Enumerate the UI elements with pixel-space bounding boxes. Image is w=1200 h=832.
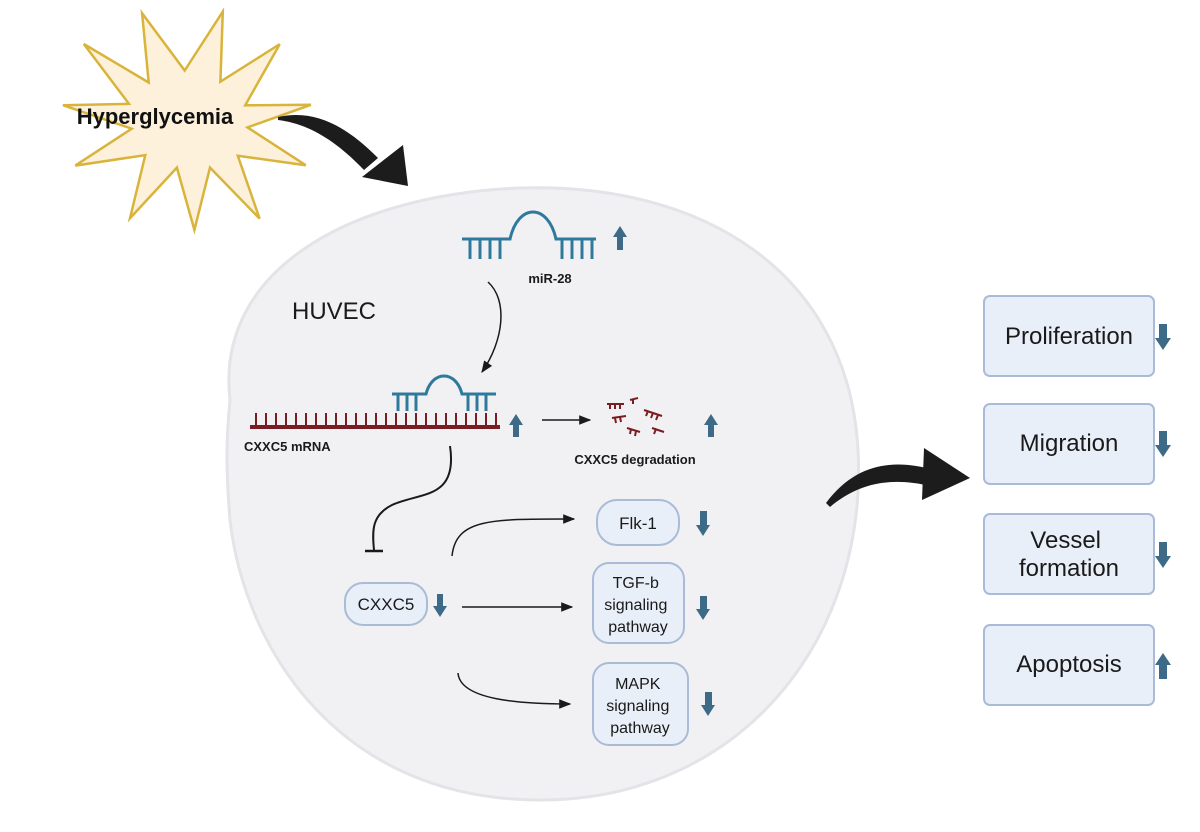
mapk-label-line-1: MAPK [615, 676, 661, 693]
hyperglycemia-label: Hyperglycemia [77, 104, 234, 129]
flk1-label: Flk-1 [619, 514, 657, 533]
stimulus-arrowhead [362, 145, 408, 186]
huvec-cell [225, 186, 861, 802]
mir28-hairpin [462, 210, 596, 259]
cxxc5-mrna-strand [250, 413, 500, 429]
mapk-label-line-3: pathway [610, 720, 670, 737]
apoptosis-up-indicator [1155, 653, 1171, 679]
migration-down-indicator [1155, 431, 1171, 457]
tgfb-label-line-2: signaling [604, 597, 667, 614]
mapk-pathway-label: MAPK signaling pathway [606, 676, 674, 737]
mapk-down-indicator [701, 692, 715, 716]
outcome-box-proliferation [983, 295, 1155, 377]
cxxc5-protein-box [344, 582, 428, 626]
outcome-label-proliferation: Proliferation [1005, 323, 1133, 350]
outcome-label-vessel-formation: Vessel formation [1019, 527, 1119, 582]
outcome-box-migration [983, 403, 1155, 485]
flk1-down-indicator [696, 511, 710, 536]
tgfb-label-line-3: pathway [608, 619, 668, 636]
flk1-box [596, 499, 680, 546]
cell-label: HUVEC [292, 298, 376, 325]
proliferation-label-line: Proliferation [1005, 323, 1133, 350]
vessel-formation-label-line-2: formation [1019, 555, 1119, 582]
tgfb-label-line-1: TGF-b [613, 575, 659, 592]
arrow-to-mapk [457, 672, 572, 709]
outcome-label-migration: Migration [1020, 430, 1119, 457]
inhibition-connector [372, 445, 453, 551]
tgfb-pathway-box [592, 562, 685, 644]
mapk-pathway-box [592, 662, 689, 746]
degradation-up-indicator [704, 414, 718, 437]
outcome-label-apoptosis: Apoptosis [1016, 651, 1121, 678]
mrna-up-indicator [509, 414, 523, 437]
outcome-box-vessel-formation [983, 513, 1155, 595]
migration-label-line: Migration [1020, 430, 1119, 457]
arrow-to-flk1 [451, 514, 576, 557]
mirna-binding-arrow [481, 281, 502, 373]
outcome-arrow [826, 464, 934, 507]
mapk-label-line-2: signaling [606, 698, 669, 715]
tgfb-down-indicator [696, 596, 710, 620]
mir28-up-indicator [613, 226, 627, 250]
cxxc5-protein-label: CXXC5 [358, 595, 415, 614]
cxxc5-degradation-label: CXXC5 degradation [574, 452, 695, 467]
hyperglycemia-starburst [62, 7, 312, 235]
flk1-label-line: Flk-1 [619, 514, 657, 533]
vessel-formation-label-line-1: Vessel [1030, 527, 1101, 554]
vessel-formation-down-indicator [1155, 542, 1171, 568]
cxxc5-down-indicator [433, 594, 447, 617]
cxxc5-mrna-label: CXXC5 mRNA [244, 439, 331, 454]
tgfb-pathway-label: TGF-b signaling pathway [604, 575, 672, 636]
outcome-box-apoptosis [983, 624, 1155, 706]
proliferation-down-indicator [1155, 324, 1171, 350]
stimulus-arrow [278, 114, 378, 170]
mir28-label: miR-28 [528, 271, 571, 286]
apoptosis-label-line: Apoptosis [1016, 651, 1121, 678]
outcome-arrowhead [922, 448, 970, 500]
rna-fragments [607, 397, 665, 437]
bound-mirna [392, 374, 496, 411]
